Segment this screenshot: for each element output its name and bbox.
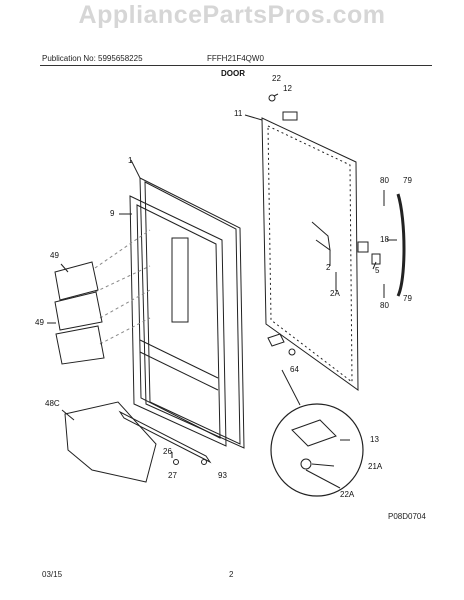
callout-22: 22 — [272, 74, 281, 83]
door-bar — [118, 410, 212, 464]
hinge-washer — [288, 348, 296, 356]
hinge-bushing — [357, 241, 369, 253]
callout-49-upper: 49 — [50, 251, 59, 260]
callout-27: 27 — [168, 471, 177, 480]
liner-rib — [139, 351, 219, 391]
hinge-plate-detail — [291, 419, 337, 447]
hinge-cap — [371, 253, 381, 265]
liner-rib — [139, 339, 219, 379]
callout-5: 5 — [375, 266, 380, 275]
screw-27 — [173, 459, 179, 465]
callout-21a: 21A — [368, 462, 383, 471]
callout-9: 9 — [110, 209, 115, 218]
header-rule — [40, 65, 432, 66]
callout-79-lower: 79 — [403, 294, 412, 303]
door-bin-middle — [54, 291, 103, 331]
callout-2: 2 — [326, 263, 331, 272]
detail-leader — [281, 369, 301, 406]
callout-80-upper: 80 — [380, 176, 389, 185]
callout-48c: 48C — [45, 399, 60, 408]
footer-page-number: 2 — [229, 570, 234, 579]
door-handle — [396, 193, 406, 297]
callout-80-lower: 80 — [380, 301, 389, 310]
large-door-bin — [64, 401, 157, 483]
callout-49-lower: 49 — [35, 318, 44, 327]
detail-circle — [270, 403, 364, 497]
inner-door-liner — [129, 195, 227, 447]
callout-93: 93 — [218, 471, 227, 480]
liner-channel — [171, 237, 189, 323]
callout-11: 11 — [234, 109, 243, 118]
door-gasket-inner — [144, 181, 241, 445]
callout-18: 18 — [380, 235, 389, 244]
publication-number: Publication No: 5995658225 — [42, 54, 143, 63]
callout-64: 64 — [290, 365, 299, 374]
door-bin-lower — [55, 325, 105, 365]
section-title: DOOR — [221, 69, 245, 78]
screw-93 — [201, 459, 207, 465]
callout-2a: 2A — [330, 289, 340, 298]
logo-label — [282, 111, 298, 121]
outer-door-panel — [261, 117, 359, 391]
hinge-bracket — [311, 221, 331, 252]
bottom-hinge — [267, 333, 285, 347]
callout-13: 13 — [370, 435, 379, 444]
screw-22 — [268, 94, 276, 102]
model-number: FFFH21F4QW0 — [207, 54, 264, 63]
outer-panel-screws — [267, 125, 353, 384]
hinge-pin-detail — [300, 458, 312, 470]
door-gasket — [139, 177, 245, 449]
callout-1: 1 — [128, 156, 133, 165]
callout-12: 12 — [283, 84, 292, 93]
watermark: AppliancePartsPros.com — [78, 1, 386, 29]
door-bin-upper — [54, 261, 99, 301]
diagram-code: P08D0704 — [388, 512, 426, 521]
inner-liner-recess — [136, 204, 221, 439]
callout-26: 26 — [163, 447, 172, 456]
callout-22a: 22A — [340, 490, 355, 499]
callout-79-upper: 79 — [403, 176, 412, 185]
footer-date: 03/15 — [42, 570, 63, 579]
